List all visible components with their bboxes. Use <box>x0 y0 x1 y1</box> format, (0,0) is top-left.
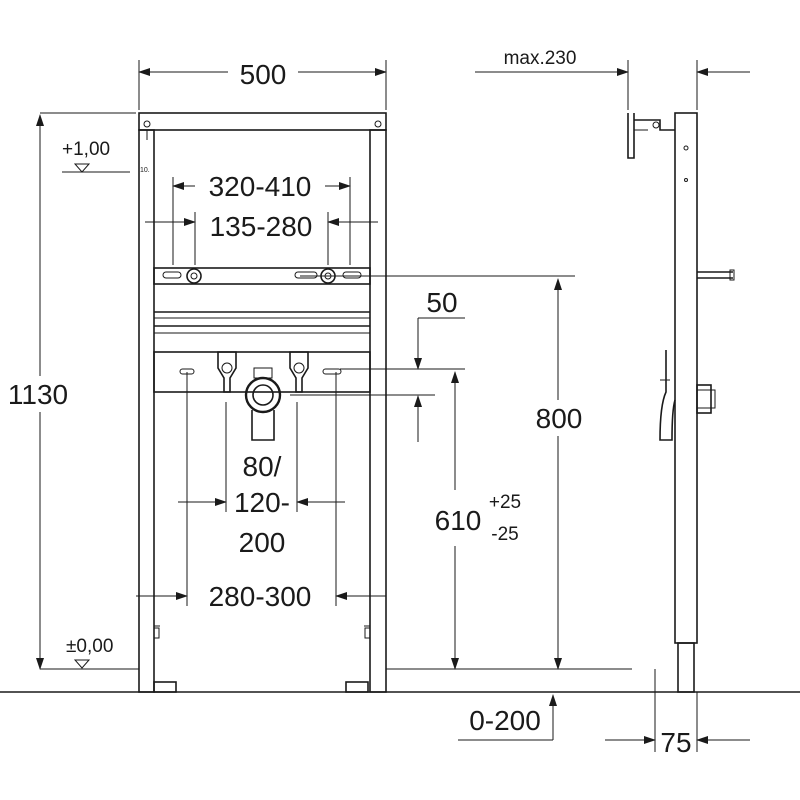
dim-height-label: 1130 <box>8 379 68 410</box>
dim-drain-line2: 120- <box>234 487 290 518</box>
dim-610-tol-minus: -25 <box>491 524 518 545</box>
level-zero-label: ±0,00 <box>66 636 113 657</box>
top-rail <box>138 112 387 131</box>
supply-plate <box>153 351 371 393</box>
dim-depth-75: 75 <box>660 727 691 758</box>
dim-50-label: 50 <box>426 287 457 318</box>
valve-left <box>217 351 237 393</box>
foot-right <box>345 681 369 693</box>
tiny-mark: 10. <box>140 167 150 174</box>
dim-drain-line3: 200 <box>239 527 286 558</box>
drain-pipe <box>251 410 275 441</box>
right-post <box>369 129 387 693</box>
left-post <box>138 129 155 693</box>
dim-610-label: 610 <box>435 505 482 536</box>
level-top-label: +1,00 <box>62 139 110 160</box>
dim-800-label: 800 <box>536 403 583 434</box>
side-post <box>674 112 698 644</box>
dim-610-tol-plus: +25 <box>489 492 521 513</box>
drain-outlet <box>244 376 282 414</box>
bolt-left <box>186 268 202 284</box>
side-frame <box>627 112 735 693</box>
side-foot <box>677 642 695 693</box>
dim-spacing-inner: 135-280 <box>210 211 313 242</box>
valve-right <box>289 351 309 393</box>
dim-floor-adjust: 0-200 <box>469 705 541 736</box>
dim-drain-line1: 80/ <box>243 451 282 482</box>
dim-width-label: 500 <box>240 59 287 90</box>
dim-max-depth: max.230 <box>504 48 577 69</box>
dim-foot-spacing: 280-300 <box>209 581 312 612</box>
foot-left <box>153 681 177 693</box>
dim-spacing-outer: 320-410 <box>209 171 312 202</box>
